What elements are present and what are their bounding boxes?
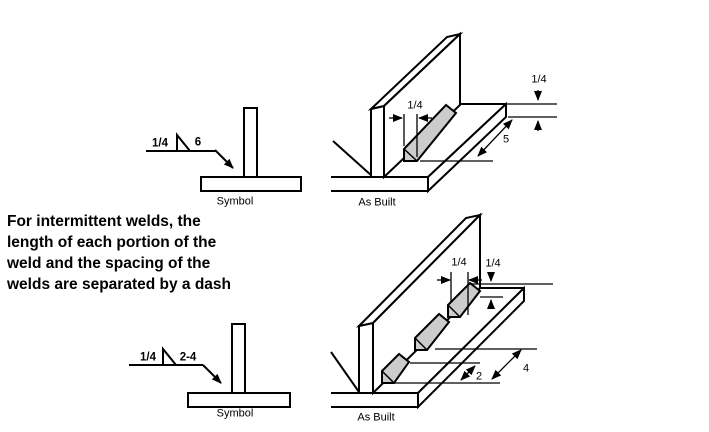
top-asbuilt-height-label: 1/4: [531, 73, 547, 86]
top-symbol-caption: Symbol: [216, 195, 254, 208]
plate-end-face: [358, 321, 374, 394]
weld-bead-crease: [447, 304, 461, 318]
bottom-symbol-drawing: [129, 323, 291, 408]
top-asbuilt-length-label: 5: [502, 133, 510, 146]
weld-bead: [447, 281, 482, 318]
top-symbol-size-label: 1/4: [152, 137, 168, 150]
weld-bead-crease: [403, 148, 418, 162]
caption-line: For intermittent welds, the: [7, 213, 201, 230]
top-symbol-drawing: [146, 107, 302, 192]
bottom-symbol-caption: Symbol: [216, 407, 254, 420]
bottom-asbuilt-height-label: 1/4: [485, 257, 501, 270]
bottom-symbol-size-label: 1/4: [140, 351, 156, 364]
top-asbuilt-caption: As Built: [358, 196, 396, 209]
fillet-weld-triangle-icon: [162, 346, 179, 366]
bottom-asbuilt-width-label: 1/4: [451, 256, 467, 269]
top-asbuilt-width-label: 1/4: [407, 99, 423, 112]
weld-bead-crease: [414, 337, 428, 351]
plate-front-face: [383, 31, 461, 180]
dimension-lines: [394, 272, 553, 384]
bottom-asbuilt-pitch-label: 4: [522, 362, 530, 375]
fillet-weld-triangle-icon: [176, 132, 193, 152]
base-front-face: [331, 392, 419, 408]
base-left-edge: [330, 351, 360, 393]
caption-line: length of each portion of the: [7, 234, 217, 251]
caption-text: For intermittent welds, the length of ea…: [7, 211, 231, 295]
length-dim-line: [477, 119, 513, 157]
bottom-asbuilt-length-label: 2: [475, 370, 483, 383]
base-front-face: [331, 176, 429, 192]
weld-bead: [414, 312, 451, 351]
base-left-edge: [332, 140, 373, 177]
vertical-plate: [243, 107, 258, 178]
plate-end-face: [370, 104, 385, 178]
leader-arrow: [214, 149, 234, 169]
pitch-dim-line: [491, 349, 522, 380]
bottom-as-built-drawing: [330, 212, 553, 410]
base-side-face: [417, 285, 525, 410]
length-dim-line: [460, 365, 476, 381]
bottom-asbuilt-caption: As Built: [357, 411, 395, 424]
top-symbol-length-label: 6: [194, 136, 202, 149]
bottom-symbol-length-pitch-label: 2-4: [179, 351, 197, 364]
caption-line: weld and the spacing of the: [7, 255, 211, 272]
caption-line: welds are separated by a dash: [7, 276, 231, 293]
top-as-built-drawing: [331, 31, 557, 194]
weld-bead: [381, 352, 411, 384]
leader-arrow: [202, 364, 222, 384]
dimension-lines: [389, 90, 557, 162]
weld-bead-crease: [381, 370, 395, 384]
plate-front-face: [372, 212, 481, 396]
base-plate: [187, 392, 291, 408]
vertical-plate: [231, 323, 246, 394]
base-plate: [200, 176, 302, 192]
